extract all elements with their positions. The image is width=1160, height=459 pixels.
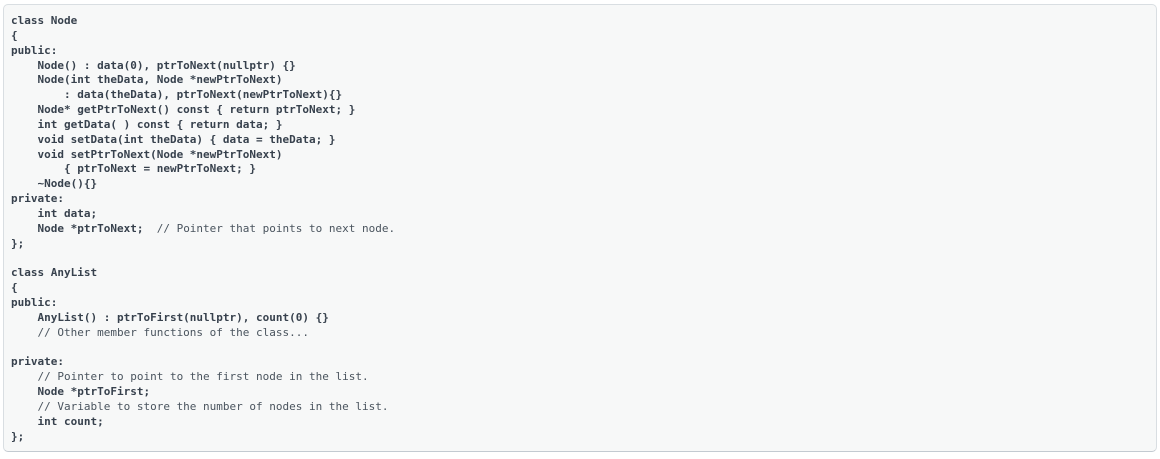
code-segment: Node(int theData, Node *newPtrToNext) (11, 73, 283, 87)
code-line: Node(int theData, Node *newPtrToNext) (11, 73, 1149, 88)
code-comment-segment: // Pointer that points to next node. (143, 221, 396, 235)
code-line: int getData( ) const { return data; } (11, 118, 1149, 133)
code-segment: Node *ptrToFirst; (11, 385, 151, 399)
code-line: { (11, 281, 1149, 296)
code-segment: class AnyList (11, 266, 98, 280)
code-block: class Node{public: Node() : data(0), ptr… (3, 4, 1157, 452)
code-segment: int data; (11, 206, 98, 220)
code-line: ~Node(){} (11, 177, 1149, 192)
code-comment-segment: // Other member functions of the class..… (11, 325, 310, 339)
code-line: int count; (11, 415, 1149, 430)
code-segment: public: (11, 296, 58, 310)
code-line (11, 341, 1149, 356)
code-line: public: (11, 44, 1149, 59)
code-line: void setPtrToNext(Node *newPtrToNext) (11, 148, 1149, 163)
code-line: { ptrToNext = newPtrToNext; } (11, 162, 1149, 177)
code-line: Node* getPtrToNext() const { return ptrT… (11, 103, 1149, 118)
code-line: : data(theData), ptrToNext(newPtrToNext)… (11, 88, 1149, 103)
code-segment: ~Node(){} (11, 177, 98, 191)
code-segment: public: (11, 43, 58, 57)
code-line: private: (11, 192, 1149, 207)
code-segment: { (11, 28, 18, 42)
code-segment: }; (11, 236, 25, 250)
code-segment: int count; (11, 414, 104, 428)
code-line: }; (11, 237, 1149, 252)
code-line: public: (11, 296, 1149, 311)
code-line: { (11, 29, 1149, 44)
code-line: private: (11, 355, 1149, 370)
code-segment: : data(theData), ptrToNext(newPtrToNext)… (11, 88, 343, 102)
code-line: Node *ptrToFirst; (11, 385, 1149, 400)
code-segment: void setData(int theData) { data = theDa… (11, 132, 336, 146)
code-line: Node() : data(0), ptrToNext(nullptr) {} (11, 59, 1149, 74)
code-segment: Node *ptrToNext; (11, 221, 144, 235)
code-comment-segment: // Variable to store the number of nodes… (11, 399, 389, 413)
code-segment: { (11, 281, 18, 295)
code-line: // Pointer to point to the first node in… (11, 370, 1149, 385)
code-content: class Node{public: Node() : data(0), ptr… (11, 14, 1149, 444)
code-line: void setData(int theData) { data = theDa… (11, 133, 1149, 148)
code-line: // Variable to store the number of nodes… (11, 400, 1149, 415)
code-line: // Other member functions of the class..… (11, 326, 1149, 341)
code-segment: private: (11, 355, 64, 369)
code-segment: AnyList() : ptrToFirst(nullptr), count(0… (11, 310, 329, 324)
code-line: int data; (11, 207, 1149, 222)
code-line: }; (11, 430, 1149, 445)
code-segment: class Node (11, 14, 78, 27)
code-line (11, 252, 1149, 267)
code-segment: private: (11, 192, 64, 206)
code-line: class AnyList (11, 266, 1149, 281)
code-segment: { ptrToNext = newPtrToNext; } (11, 162, 257, 176)
code-line: AnyList() : ptrToFirst(nullptr), count(0… (11, 311, 1149, 326)
code-line: class Node (11, 14, 1149, 29)
code-line: Node *ptrToNext; // Pointer that points … (11, 222, 1149, 237)
code-segment: Node* getPtrToNext() const { return ptrT… (11, 103, 356, 117)
code-comment-segment: // Pointer to point to the first node in… (11, 370, 369, 384)
code-segment: Node() : data(0), ptrToNext(nullptr) {} (11, 58, 296, 72)
code-segment: void setPtrToNext(Node *newPtrToNext) (11, 147, 283, 161)
code-segment: }; (11, 429, 25, 443)
code-segment: int getData( ) const { return data; } (11, 117, 283, 131)
